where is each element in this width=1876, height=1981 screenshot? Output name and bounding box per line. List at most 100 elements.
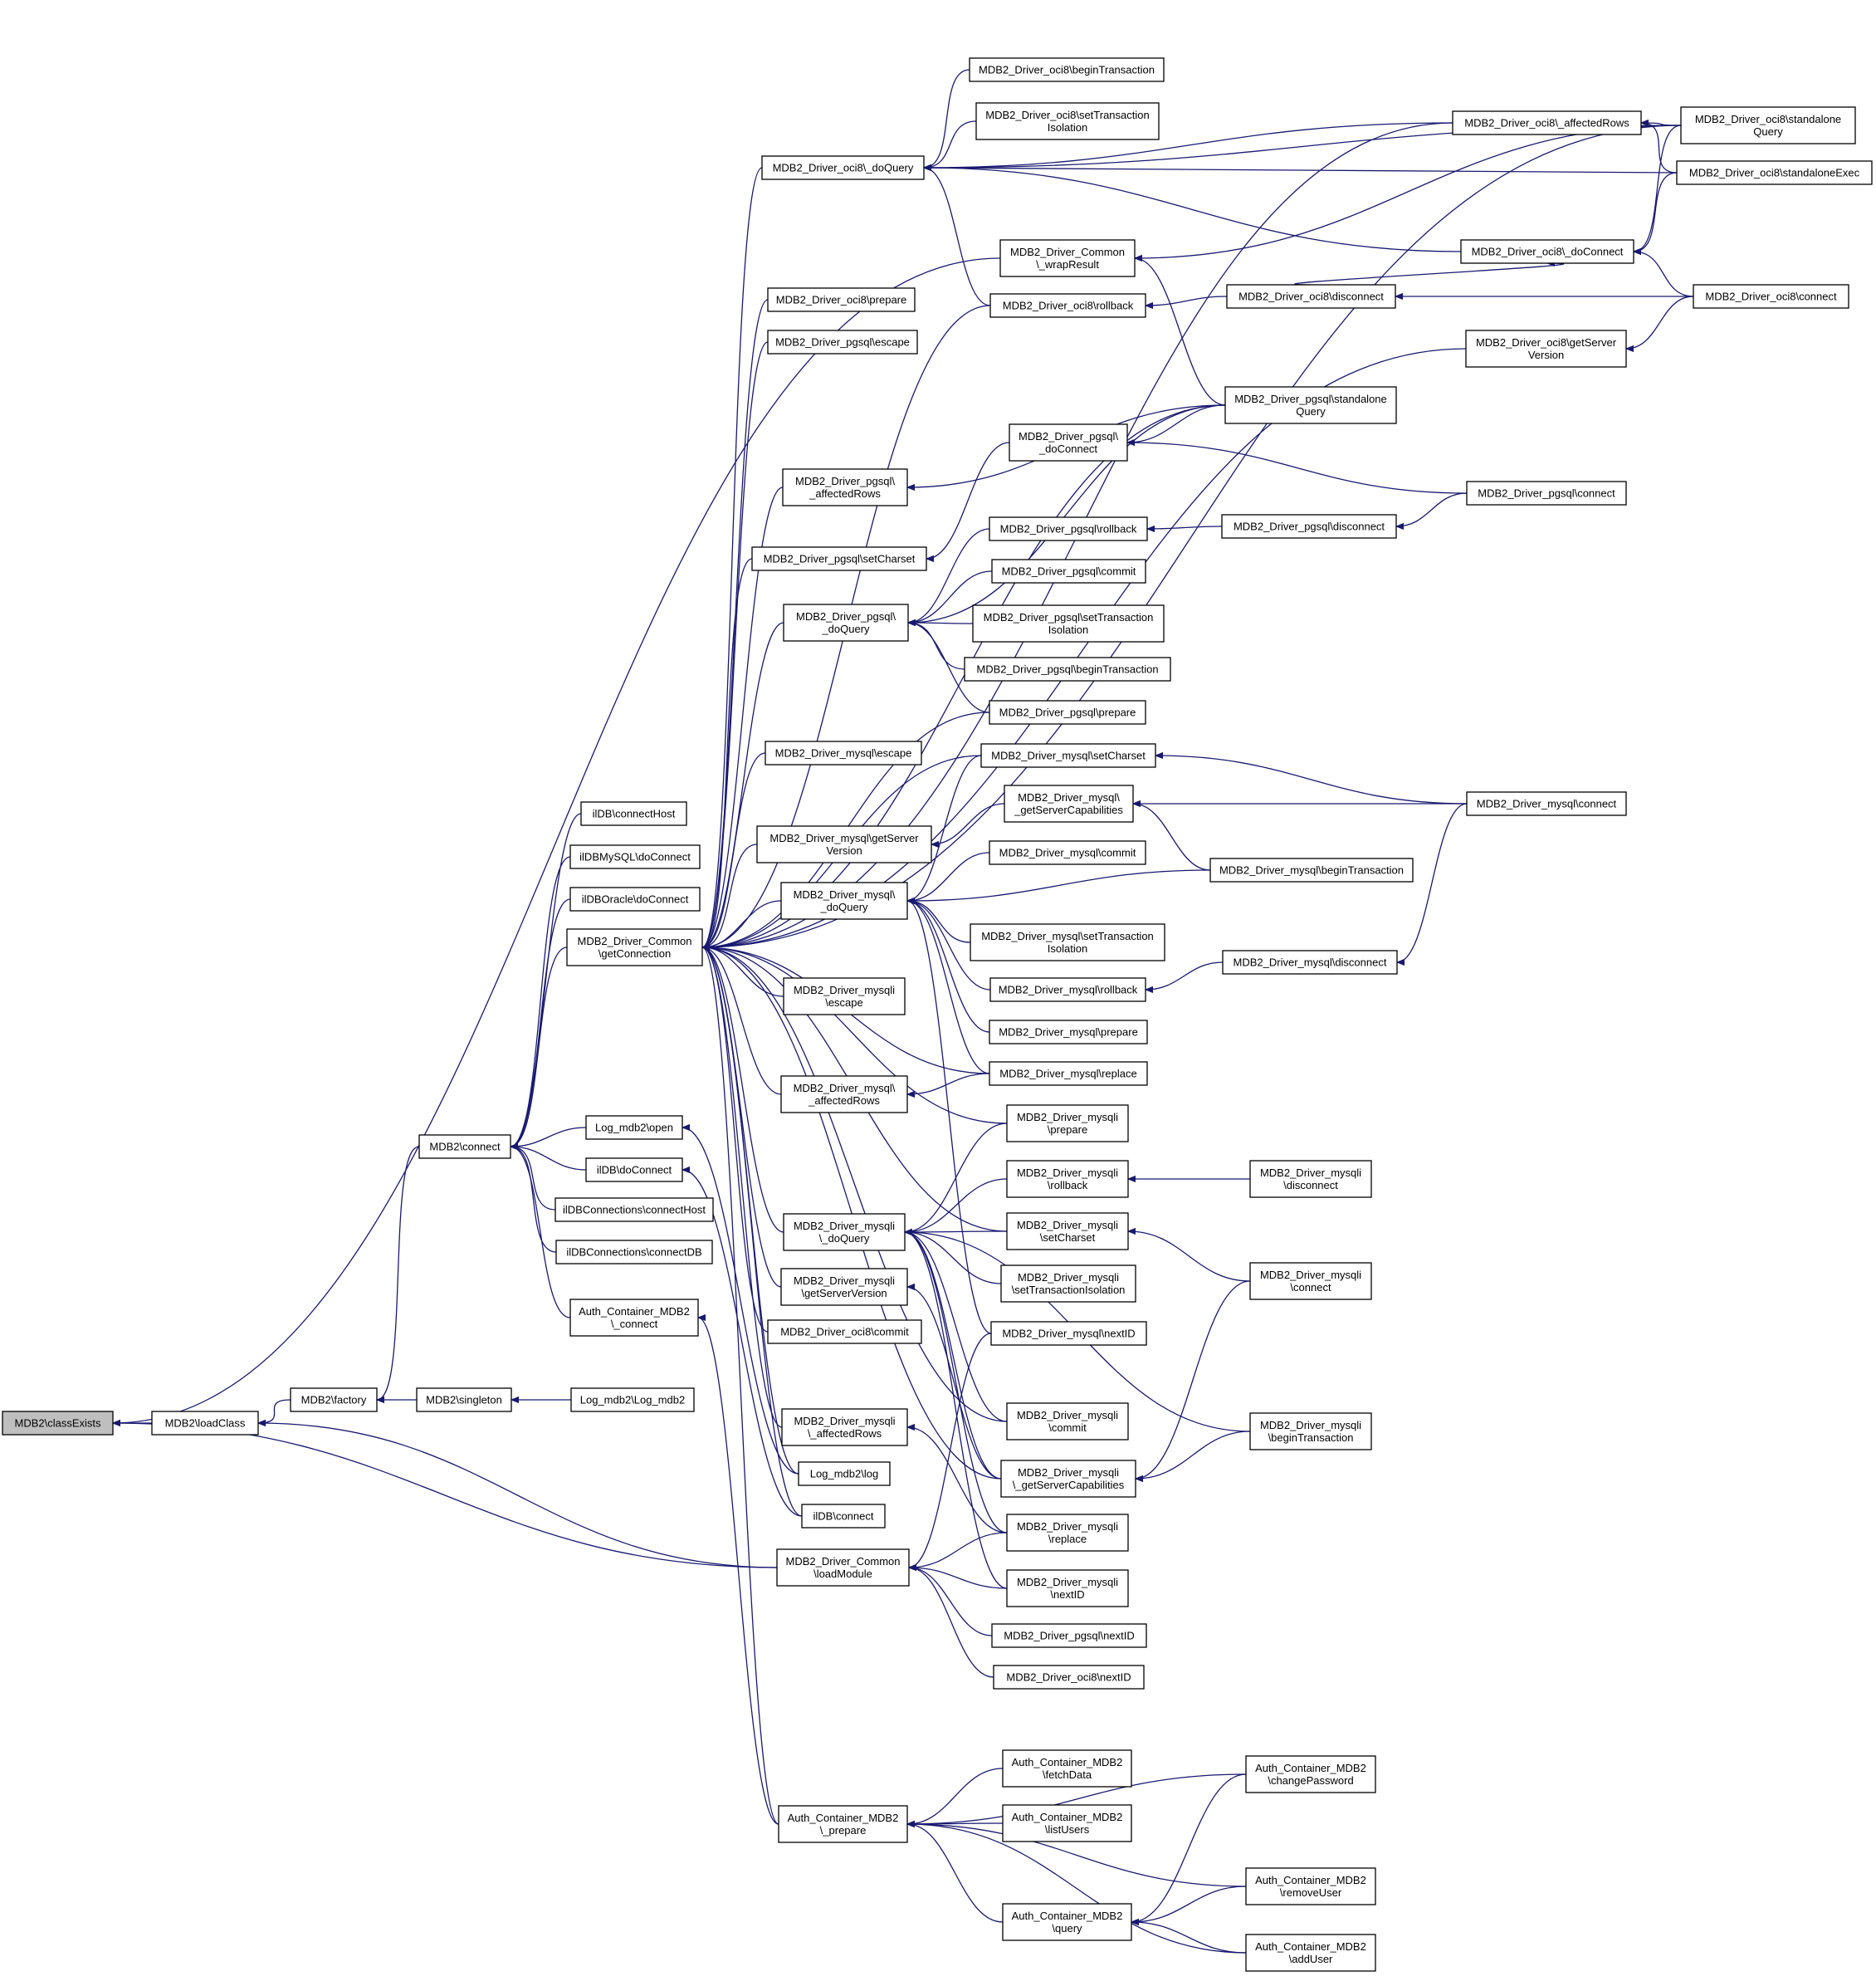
node-oci8prepare[interactable]: MDB2_Driver_oci8\prepare — [767, 287, 916, 312]
node-auth-connect[interactable]: Auth_Container_MDB2\_connect — [569, 1299, 699, 1337]
node-oci8get-server[interactable]: MDB2_Driver_oci8\getServerVersion — [1465, 330, 1627, 368]
node-label: Auth_Container_MDB2 — [1255, 1762, 1366, 1774]
node-mysql-replace[interactable]: MDB2_Driver_mysql\replace — [989, 1061, 1148, 1086]
node-pgsql-disconnect[interactable]: MDB2_Driver_pgsql\disconnect — [1221, 514, 1397, 539]
node-label: MDB2_Driver_oci8\connect — [1705, 291, 1837, 303]
node-pgsql-next-id[interactable]: MDB2_Driver_pgsql\nextID — [991, 1623, 1147, 1648]
node-auth-fetch[interactable]: Auth_Container_MDB2\fetchData — [1002, 1749, 1132, 1788]
node-oci8connect[interactable]: MDB2_Driver_oci8\connect — [1693, 284, 1849, 309]
node-pgsql-affected[interactable]: MDB2_Driver_pgsql\_affectedRows — [782, 468, 908, 506]
node-iloracle-do-connect[interactable]: ilDBOracle\doConnect — [569, 887, 701, 912]
node-box — [1221, 514, 1397, 539]
node-mysqli-get-caps[interactable]: MDB2_Driver_mysqli\_getServerCapabilitie… — [1000, 1460, 1136, 1498]
node-mysql-get-server[interactable]: MDB2_Driver_mysql\getServerVersion — [756, 825, 932, 863]
node-oci8rollback[interactable]: MDB2_Driver_oci8\rollback — [989, 293, 1146, 318]
node-singleton[interactable]: MDB2\singleton — [416, 1387, 512, 1412]
node-mysqli-disconnect[interactable]: MDB2_Driver_mysqli\disconnect — [1249, 1160, 1372, 1198]
node-mysqli-begin[interactable]: MDB2_Driver_mysqli\beginTransaction — [1249, 1412, 1372, 1450]
node-mysql-set-trans[interactable]: MDB2_Driver_mysql\setTransactionIsolatio… — [970, 923, 1165, 961]
node-pgsql-rollback[interactable]: MDB2_Driver_pgsql\rollback — [989, 516, 1148, 541]
node-class-exists[interactable]: MDB2\classExists — [2, 1411, 114, 1436]
node-label: MDB2_Driver_pgsql\beginTransaction — [976, 663, 1158, 676]
node-connect[interactable]: MDB2\connect — [418, 1134, 511, 1159]
node-auth-add[interactable]: Auth_Container_MDB2\addUser — [1245, 1934, 1376, 1972]
node-mysqli-escape[interactable]: MDB2_Driver_mysqli\escape — [783, 977, 906, 1015]
node-il-conns-db[interactable]: ilDBConnections\connectDB — [555, 1240, 713, 1264]
node-oci8set-trans[interactable]: MDB2_Driver_oci8\setTransactionIsolation — [975, 102, 1160, 140]
node-mysql-next-id[interactable]: MDB2_Driver_mysql\nextID — [990, 1321, 1147, 1346]
node-pgsql-connect[interactable]: MDB2_Driver_pgsql\connect — [1466, 481, 1627, 506]
node-mysqli-commit[interactable]: MDB2_Driver_mysqli\commit — [1006, 1402, 1129, 1441]
node-wrap-result[interactable]: MDB2_Driver_Common\_wrapResult — [999, 239, 1136, 277]
node-oci8begin[interactable]: MDB2_Driver_oci8\beginTransaction — [969, 57, 1165, 82]
node-oci8standalone-e[interactable]: MDB2_Driver_oci8\standaloneExec — [1676, 160, 1873, 185]
node-auth-list[interactable]: Auth_Container_MDB2\listUsers — [1002, 1804, 1132, 1842]
node-label: MDB2_Driver_mysqli — [1260, 1419, 1361, 1431]
edge-oci8do-query-to-get-connection — [701, 167, 763, 947]
node-mysqli-prepare[interactable]: MDB2_Driver_mysqli\prepare — [1006, 1104, 1129, 1142]
node-mysql-do-query[interactable]: MDB2_Driver_mysql\_doQuery — [780, 882, 908, 920]
node-il-do-connect[interactable]: ilDB\doConnect — [585, 1157, 683, 1182]
node-mysqli-set-trans[interactable]: MDB2_Driver_mysqli\setTransactionIsolati… — [1000, 1264, 1136, 1303]
node-logmdb2[interactable]: Log_mdb2\Log_mdb2 — [570, 1387, 695, 1412]
node-oci8do-connect[interactable]: MDB2_Driver_oci8\_doConnect — [1460, 239, 1634, 264]
node-label: \_getServerCapabilities — [1013, 1479, 1125, 1491]
node-oci8next-id[interactable]: MDB2_Driver_oci8\nextID — [993, 1665, 1145, 1690]
node-mysql-connect[interactable]: MDB2_Driver_mysql\connect — [1466, 791, 1627, 816]
node-load-class[interactable]: MDB2\loadClass — [151, 1411, 259, 1436]
node-pgsql-do-connect[interactable]: MDB2_Driver_pgsql\_doConnect — [1009, 423, 1128, 462]
node-il-conns-host[interactable]: ilDBConnections\connectHost — [554, 1197, 714, 1222]
node-box — [780, 1268, 908, 1306]
node-pgsql-commit[interactable]: MDB2_Driver_pgsql\commit — [991, 559, 1146, 584]
node-il-connect[interactable]: ilDB\connect — [801, 1504, 886, 1529]
node-mysqli-get-server[interactable]: MDB2_Driver_mysqli\getServerVersion — [780, 1268, 908, 1306]
node-mysql-commit[interactable]: MDB2_Driver_mysql\commit — [989, 840, 1146, 865]
node-log-open[interactable]: Log_mdb2\open — [585, 1115, 683, 1140]
node-mysql-escape[interactable]: MDB2_Driver_mysql\escape — [765, 741, 922, 765]
node-mysql-prepare[interactable]: MDB2_Driver_mysql\prepare — [989, 1020, 1148, 1044]
node-auth-remove[interactable]: Auth_Container_MDB2\removeUser — [1245, 1867, 1376, 1905]
node-mysqli-connect[interactable]: MDB2_Driver_mysqli\connect — [1249, 1262, 1372, 1300]
node-mysqli-do-query[interactable]: MDB2_Driver_mysqli\_doQuery — [783, 1213, 906, 1251]
node-pgsql-do-query[interactable]: MDB2_Driver_pgsql\_doQuery — [783, 604, 909, 642]
node-pgsql-prepare[interactable]: MDB2_Driver_pgsql\prepare — [989, 700, 1146, 725]
node-log-log[interactable]: Log_mdb2\log — [798, 1461, 891, 1486]
node-oci8affected[interactable]: MDB2_Driver_oci8\_affectedRows — [1452, 110, 1642, 135]
edge-auth-connect-to-connect — [510, 1147, 571, 1318]
node-oci8commit[interactable]: MDB2_Driver_oci8\commit — [767, 1319, 922, 1344]
node-auth-change-pw[interactable]: Auth_Container_MDB2\changePassword — [1245, 1755, 1376, 1793]
node-box — [570, 1387, 695, 1412]
node-pgsql-escape[interactable]: MDB2_Driver_pgsql\escape — [767, 330, 918, 355]
node-box — [1245, 1934, 1376, 1972]
node-get-connection[interactable]: MDB2_Driver_Common\getConnection — [566, 928, 703, 966]
node-auth-prepare[interactable]: Auth_Container_MDB2\_prepare — [778, 1805, 908, 1843]
node-auth-query[interactable]: Auth_Container_MDB2\query — [1002, 1903, 1132, 1941]
node-oci8disconnect[interactable]: MDB2_Driver_oci8\disconnect — [1226, 284, 1396, 309]
node-mysql-rollback[interactable]: MDB2_Driver_mysql\rollback — [989, 977, 1146, 1002]
node-mysqli-rollback[interactable]: MDB2_Driver_mysqli\rollback — [1006, 1160, 1129, 1198]
node-pgsql-set-trans[interactable]: MDB2_Driver_pgsql\setTransactionIsolatio… — [972, 604, 1165, 643]
node-mysql-disconnect[interactable]: MDB2_Driver_mysql\disconnect — [1222, 950, 1398, 975]
node-factory[interactable]: MDB2\factory — [290, 1387, 378, 1412]
node-mysql-begin[interactable]: MDB2_Driver_mysql\beginTransaction — [1209, 858, 1414, 883]
node-mysql-get-caps[interactable]: MDB2_Driver_mysql\_getServerCapabilities — [1004, 785, 1134, 823]
edge-auth-prepare-to-get-connection — [701, 947, 779, 1825]
node-ilmysql-do-connect[interactable]: ilDBMySQL\doConnect — [569, 844, 701, 869]
node-mysql-set-charset[interactable]: MDB2_Driver_mysql\setCharset — [980, 743, 1156, 768]
node-label: MDB2_Driver_mysql\replace — [999, 1068, 1136, 1080]
node-pgsql-begin[interactable]: MDB2_Driver_pgsql\beginTransaction — [964, 657, 1171, 682]
node-ilconnect-host[interactable]: ilDB\connectHost — [580, 801, 687, 826]
edge-oci8disconnect-to-oci8do-connect — [1294, 263, 1565, 286]
node-oci8do-query[interactable]: MDB2_Driver_oci8\_doQuery — [761, 155, 925, 180]
node-pgsql-set-charset[interactable]: MDB2_Driver_pgsql\setCharset — [751, 546, 927, 571]
node-mysql-affected[interactable]: MDB2_Driver_mysql\_affectedRows — [780, 1075, 908, 1113]
node-mysqli-set-charset[interactable]: MDB2_Driver_mysqli\setCharset — [1006, 1212, 1129, 1250]
node-mysqli-next-id[interactable]: MDB2_Driver_mysqli\nextID — [1006, 1569, 1129, 1607]
node-mysqli-replace[interactable]: MDB2_Driver_mysqli\replace — [1006, 1514, 1129, 1552]
node-label: MDB2\singleton — [426, 1394, 502, 1406]
node-mysqli-affected[interactable]: MDB2_Driver_mysqli\_affectedRows — [781, 1408, 908, 1446]
node-load-module[interactable]: MDB2_Driver_Common\loadModule — [776, 1548, 910, 1587]
